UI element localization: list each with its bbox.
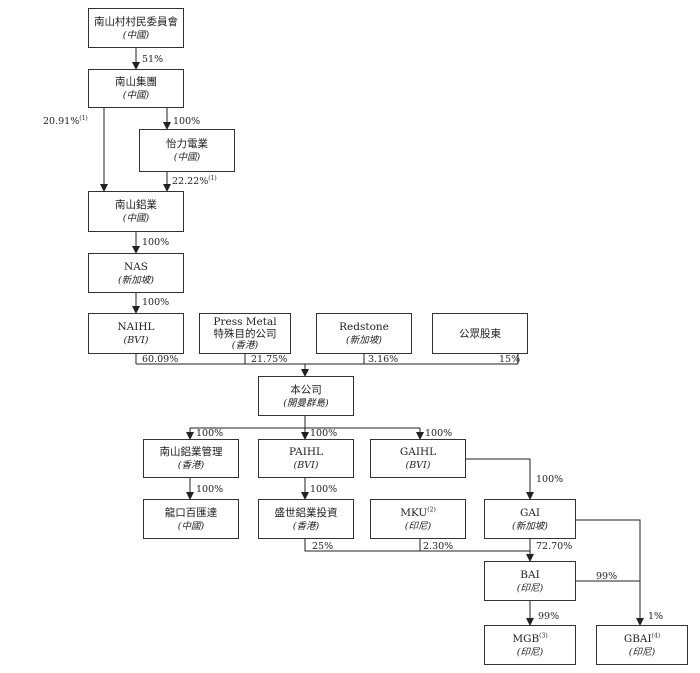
entity-nanshan-village: 南山村村民委員會 (中國) bbox=[88, 8, 184, 48]
entity-bai: BAI (印尼) bbox=[484, 561, 576, 601]
line-shengshi-bus bbox=[304, 539, 530, 552]
entity-name: NAS bbox=[124, 260, 148, 273]
entity-mgb: MGB(3) (印尼) bbox=[484, 625, 576, 665]
pct-nas-naihl: 100% bbox=[142, 297, 170, 308]
pct-company-gaihl: 100% bbox=[425, 428, 453, 439]
pct-village-group: 51% bbox=[142, 54, 164, 65]
footnote-mark: (1) bbox=[79, 114, 88, 122]
pct-shengshi-bai: 25% bbox=[312, 541, 334, 552]
pct-public-company: 15% bbox=[499, 354, 521, 365]
footnote-mark: (4) bbox=[651, 632, 661, 639]
entity-name: BAI bbox=[520, 568, 540, 581]
entity-jurisdiction: (印尼) bbox=[516, 646, 544, 658]
pct-bai-mgb: 99% bbox=[538, 611, 560, 622]
entity-paihl: PAIHL (BVI) bbox=[258, 439, 354, 478]
entity-jurisdiction: (新加坡) bbox=[118, 274, 154, 286]
entity-name: GBAI(4) bbox=[623, 632, 661, 645]
entity-jurisdiction: (BVI) bbox=[405, 460, 431, 471]
line-gai-gbai bbox=[576, 519, 644, 626]
entity-nanshan-aluminium: 南山鋁業 (中國) bbox=[88, 191, 184, 232]
entity-public-shareholders: 公眾股東 bbox=[432, 313, 528, 354]
pct-mku-bai: 2.30% bbox=[423, 541, 454, 552]
entity-name: PAIHL bbox=[289, 446, 323, 458]
entity-name: MGB(3) bbox=[512, 632, 548, 645]
entity-yili-power: 怡力電業 (中國) bbox=[139, 129, 235, 172]
entity-mku: MKU(2) (印尼) bbox=[370, 499, 466, 539]
entity-jurisdiction: (BVI) bbox=[293, 460, 319, 471]
entity-redstone: Redstone (新加坡) bbox=[316, 313, 412, 354]
entity-jurisdiction: (香港) bbox=[177, 460, 205, 471]
pct-naihl-company: 60.09% bbox=[142, 354, 179, 365]
line-gaihl-gai bbox=[466, 458, 534, 500]
entity-name-line2: 特殊目的公司 bbox=[213, 327, 277, 340]
entity-jurisdiction: (中國) bbox=[173, 152, 201, 163]
entity-name: MKU(2) bbox=[400, 506, 436, 519]
entity-longkou: 龍口百匯達 (中國) bbox=[143, 499, 239, 539]
entity-name: 南山村村民委員會 bbox=[94, 15, 178, 28]
pct-paihl-shengshi: 100% bbox=[310, 484, 338, 495]
entity-company: 本公司 (開曼群島) bbox=[258, 376, 354, 416]
pct-bai-gbai: 1% bbox=[648, 611, 664, 622]
entity-jurisdiction: (中國) bbox=[122, 90, 150, 101]
pct-nsmgmt-longkou: 100% bbox=[196, 484, 224, 495]
entity-jurisdiction: (開曼群島) bbox=[283, 397, 329, 409]
entity-ns-aluminium-mgmt: 南山鋁業管理 (香港) bbox=[143, 439, 239, 478]
pct-aluminium-nas: 100% bbox=[142, 237, 170, 248]
pct-group-yili: 100% bbox=[173, 116, 201, 127]
footnote-mark: (2) bbox=[427, 506, 436, 513]
entity-jurisdiction: (中國) bbox=[122, 29, 150, 41]
entity-jurisdiction: (印尼) bbox=[628, 646, 656, 658]
entity-jurisdiction: (新加坡) bbox=[512, 520, 548, 532]
entity-name: 南山集團 bbox=[115, 76, 157, 88]
entity-name: NAIHL bbox=[117, 321, 155, 333]
pct-gaihl-gai: 100% bbox=[536, 474, 564, 485]
entity-name: 南山鋁業管理 bbox=[159, 446, 223, 458]
entity-name: 南山鋁業 bbox=[115, 199, 157, 211]
footnote-mark: (1) bbox=[208, 174, 217, 182]
entity-gbai: GBAI(4) (印尼) bbox=[596, 625, 688, 665]
entity-name: 盛世鋁業投資 bbox=[274, 506, 338, 519]
pct-gai-gbai: 99% bbox=[596, 571, 618, 582]
entity-jurisdiction: (香港) bbox=[231, 339, 259, 351]
entity-name: GAIHL bbox=[399, 446, 437, 458]
entity-name: 本公司 bbox=[290, 383, 322, 396]
entity-naihl: NAIHL (BVI) bbox=[88, 313, 184, 354]
entity-jurisdiction: (中國) bbox=[122, 213, 150, 224]
entity-jurisdiction: (中國) bbox=[177, 520, 205, 532]
entity-jurisdiction: (印尼) bbox=[516, 582, 544, 594]
entity-name: GAI bbox=[519, 506, 541, 519]
entity-gaihl: GAIHL (BVI) bbox=[370, 439, 466, 478]
entity-name: 怡力電業 bbox=[166, 138, 208, 150]
pct-press-company: 21.75% bbox=[251, 354, 288, 365]
pct-group-aluminium: 20.91%(1) bbox=[43, 114, 88, 127]
entity-nas: NAS (新加坡) bbox=[88, 253, 184, 293]
entity-jurisdiction: (新加坡) bbox=[346, 335, 382, 346]
pct-yili-aluminium: 22.22%(1) bbox=[172, 174, 217, 187]
pct-company-nsmgmt: 100% bbox=[196, 428, 224, 439]
footnote-mark: (3) bbox=[539, 632, 548, 639]
pct-company-paihl: 100% bbox=[310, 428, 338, 439]
pct-redstone-company: 3.16% bbox=[368, 354, 399, 365]
entity-name: Press Metal bbox=[213, 315, 277, 328]
entity-press-metal: Press Metal 特殊目的公司 (香港) bbox=[199, 313, 291, 354]
entity-jurisdiction: (BVI) bbox=[123, 335, 149, 346]
entity-nanshan-group: 南山集團 (中國) bbox=[88, 69, 184, 108]
entity-name: 龍口百匯達 bbox=[164, 506, 218, 519]
entity-shengshi: 盛世鋁業投資 (香港) bbox=[258, 499, 354, 539]
entity-name: Redstone bbox=[339, 321, 389, 333]
entity-gai: GAI (新加坡) bbox=[484, 499, 576, 539]
pct-gai-bai: 72.70% bbox=[536, 541, 573, 552]
entity-name: 公眾股東 bbox=[459, 327, 501, 340]
entity-jurisdiction: (香港) bbox=[292, 520, 320, 532]
entity-jurisdiction: (印尼) bbox=[404, 520, 432, 532]
